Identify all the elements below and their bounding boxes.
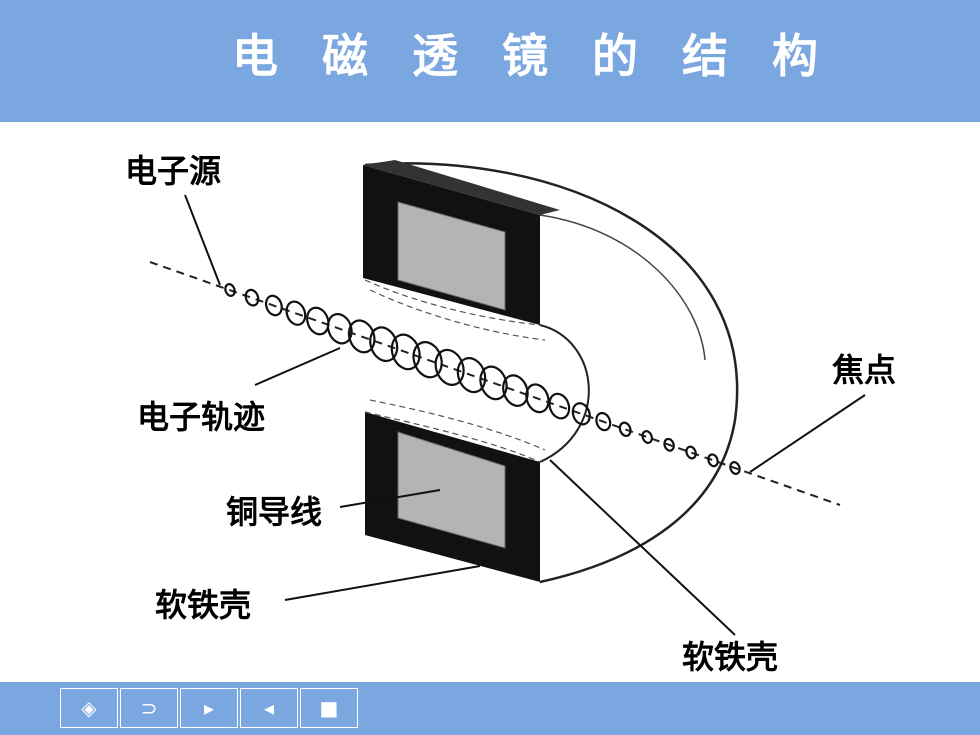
helix-loop — [571, 402, 591, 426]
label-soft-iron-shell-bottom: 软铁壳 — [682, 638, 779, 676]
electron-helix — [224, 283, 741, 475]
helix-loop — [595, 411, 612, 432]
leader-shell-bottom — [549, 459, 736, 636]
helix-loop — [729, 461, 741, 475]
leader-copper — [339, 489, 441, 508]
helix-loop — [641, 430, 654, 444]
nav-home-button[interactable]: ◈ — [60, 688, 118, 728]
label-electron-trajectory: 电子轨迹 — [137, 398, 266, 436]
upper-copper-coil — [397, 201, 506, 311]
nav-bar: ◈ ⊃ ▸ ◂ ■ — [60, 688, 360, 728]
helix-loop — [707, 453, 719, 468]
gap-field-upper-2 — [369, 289, 546, 341]
gap-field-upper — [364, 279, 541, 326]
nav-next-button[interactable]: ▸ — [180, 688, 238, 728]
nav-prev-button[interactable]: ◂ — [240, 688, 298, 728]
optical-axis — [149, 261, 841, 506]
helix-loop — [412, 341, 443, 379]
helix-loop — [306, 306, 330, 336]
leader-trajectory — [254, 347, 341, 386]
label-copper-wire: 铜导线 — [226, 493, 323, 531]
shell-inner-curve — [539, 214, 706, 361]
leader-shell-left — [284, 565, 481, 601]
helix-loop — [548, 392, 571, 420]
helix-loop — [434, 348, 465, 386]
helix-loop — [525, 383, 550, 414]
gap-field-lower — [364, 411, 541, 463]
nav-end-button[interactable]: ■ — [300, 688, 358, 728]
leader-focus — [749, 394, 866, 473]
upper-block-top — [363, 160, 560, 215]
label-focus: 焦点 — [832, 351, 897, 389]
gap-notch — [539, 324, 590, 463]
label-electron-source: 电子源 — [125, 152, 222, 190]
helix-loop — [618, 421, 632, 438]
helix-loop — [502, 374, 529, 407]
nav-return-button[interactable]: ⊃ — [120, 688, 178, 728]
leader-electron-source — [184, 194, 221, 286]
helix-loop — [244, 288, 260, 307]
page-title: 电 磁 透 镜 的 结 构 — [231, 29, 833, 83]
helix-loop — [264, 294, 283, 317]
helix-loop — [685, 445, 697, 460]
lower-copper-coil — [397, 431, 506, 549]
helix-loop — [285, 300, 307, 326]
helix-loop — [224, 283, 236, 297]
title-bar: 电 磁 透 镜 的 结 构 — [0, 0, 980, 122]
gap-field-lower-2 — [369, 399, 546, 451]
helix-loop — [369, 326, 399, 363]
helix-loop — [663, 437, 675, 452]
shell-outline — [364, 162, 739, 584]
helix-loop — [390, 333, 421, 371]
label-soft-iron-shell-left: 软铁壳 — [155, 586, 252, 624]
